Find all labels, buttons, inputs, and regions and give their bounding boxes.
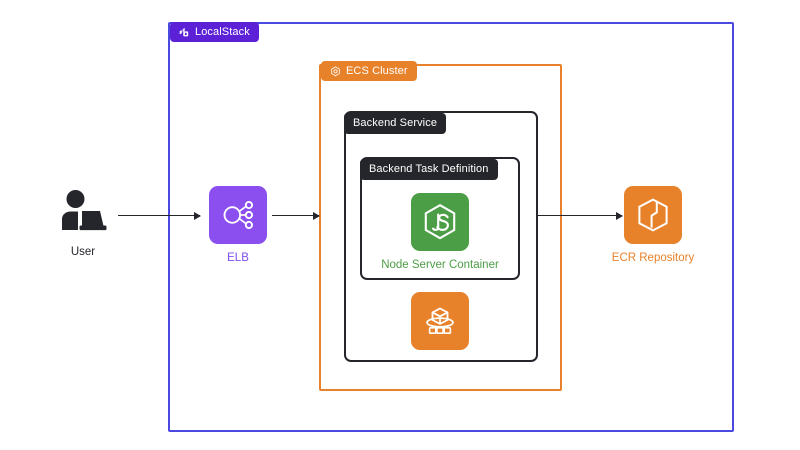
user-at-laptop-icon: [54, 186, 112, 238]
node-server-container-label: Node Server Container: [381, 259, 499, 271]
node-ecs-task: [411, 292, 469, 350]
elb-load-balancer-icon: [209, 186, 267, 244]
backend-task-definition-badge: Backend Task Definition: [360, 159, 498, 180]
ecs-cluster-icon: [330, 65, 341, 77]
localstack-badge: LocalStack: [170, 22, 259, 42]
node-elb-label: ELB: [227, 252, 249, 264]
localstack-badge-label: LocalStack: [195, 25, 250, 38]
node-ecr-repository: ECR Repository: [612, 186, 694, 265]
node-elb: ELB: [209, 186, 267, 265]
ecs-cluster-badge-label: ECS Cluster: [346, 64, 408, 77]
connector-backend-service-to-ecr: [538, 211, 623, 220]
ecs-cluster-boundary: [319, 64, 562, 391]
node-user: User: [52, 186, 114, 259]
nodejs-icon: [411, 193, 469, 251]
ecs-task-container-icon: [411, 292, 469, 350]
localstack-logo-icon: [179, 27, 190, 38]
node-ecr-repository-label: ECR Repository: [611, 252, 695, 264]
ecr-registry-icon: [624, 186, 682, 244]
node-user-label: User: [70, 246, 96, 258]
localstack-boundary: [168, 22, 734, 432]
ecs-cluster-badge: ECS Cluster: [321, 61, 417, 81]
node-node-server-container: Node Server Container: [381, 193, 499, 272]
backend-service-badge-label: Backend Service: [353, 117, 438, 129]
backend-task-definition-box: [360, 157, 520, 280]
backend-task-definition-badge-label: Backend Task Definition: [369, 163, 489, 175]
backend-service-badge: Backend Service: [344, 113, 447, 134]
connector-user-to-elb: [118, 211, 201, 220]
backend-service-box: [344, 111, 538, 362]
connector-elb-to-ecs-cluster: [272, 211, 320, 220]
